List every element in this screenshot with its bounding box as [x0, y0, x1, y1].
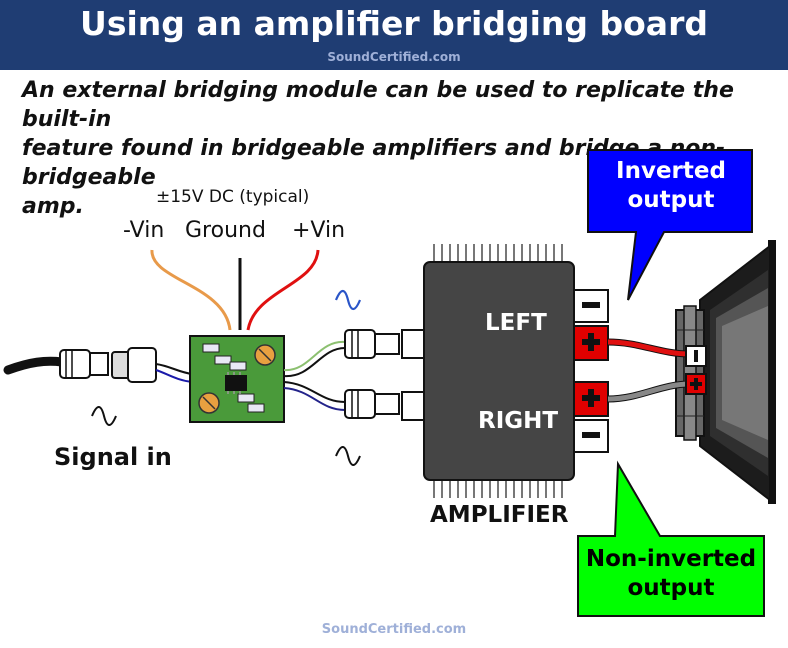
wire-neg-vin [150, 249, 232, 331]
rca-plug-right [344, 389, 400, 419]
speaker [675, 240, 776, 504]
input-cable [3, 356, 67, 375]
inverted-wave-icon [334, 289, 362, 311]
signal-in-label: Signal in [54, 443, 172, 471]
wire-speaker-negative [607, 381, 691, 402]
left-channel-label: LEFT [485, 310, 547, 336]
terminal-right-negative [573, 419, 609, 453]
input-rca-jack [111, 347, 157, 383]
watermark-bottom: SoundCertified.com [321, 622, 467, 637]
header-bar [0, 0, 788, 70]
pos-vin-label: +Vin [292, 218, 346, 243]
sine-wave-icon [91, 406, 117, 426]
amplifier-body [423, 261, 575, 481]
page-title: Using an amplifier bridging board [80, 4, 708, 43]
neg-vin-label: -Vin [123, 218, 165, 243]
amp-jack-right [401, 391, 425, 421]
noninverted-callout [577, 460, 765, 617]
watermark-top: SoundCertified.com [327, 50, 461, 64]
terminal-left-negative [573, 289, 609, 323]
amp-jack-left [401, 329, 425, 359]
terminal-right-positive [573, 381, 609, 417]
right-channel-label: RIGHT [478, 408, 559, 434]
wire-speaker-positive [607, 339, 691, 357]
bridging-board [189, 335, 285, 423]
noninverted-wave-icon [335, 446, 361, 466]
power-supply-label: ±15V DC (typical) [156, 187, 310, 207]
wire-out-right-navy [283, 387, 346, 411]
speaker-terminal-positive [685, 373, 707, 395]
rca-plug-left [344, 329, 400, 359]
amplifier-label: AMPLIFIER [430, 502, 569, 528]
amp-heatsink-fins [433, 244, 563, 498]
wire-out-left-green [283, 340, 346, 372]
terminal-left-positive [573, 325, 609, 361]
speaker-terminal-negative [685, 345, 707, 367]
ground-label: Ground [185, 218, 266, 243]
input-rca-plug [59, 349, 109, 379]
wire-pos-vin [246, 249, 320, 331]
inverted-callout [587, 149, 753, 301]
